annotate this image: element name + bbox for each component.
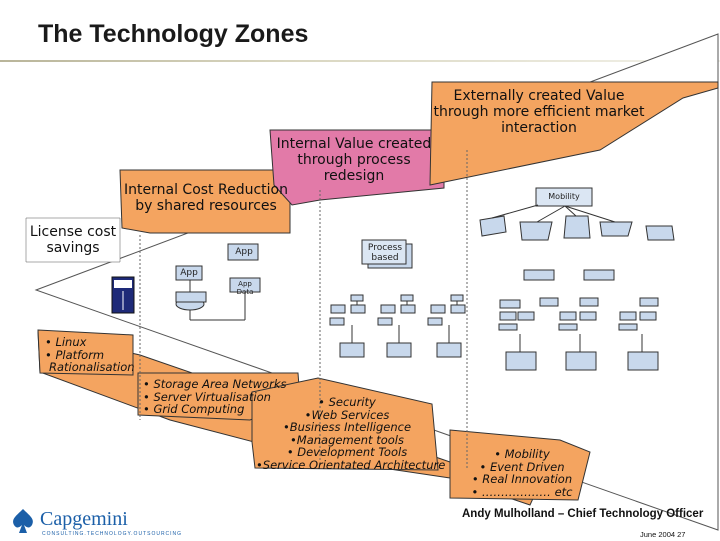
zone3-app-icons — [329, 294, 466, 358]
mobility-label: Mobility — [548, 192, 580, 201]
list-item: •Management tools — [290, 432, 404, 447]
list-item: • Server Virtualisation — [143, 389, 271, 404]
list-item: Rationalisation — [49, 360, 135, 374]
list-item: • Linux — [45, 335, 87, 349]
list-item: • Real Innovation — [471, 472, 573, 486]
zone1-list: • Linux • Platform Rationalisation — [45, 336, 135, 374]
zone-external-panel — [429, 81, 719, 186]
zone3-list-panel — [251, 377, 439, 471]
list-item: •Business Intelligence — [282, 420, 412, 434]
zone2-list: • Storage Area Networks • Server Virtual… — [143, 378, 286, 416]
process-based-box — [361, 239, 407, 265]
zone3-list: • Security •Web Services •Business Intel… — [256, 395, 446, 472]
zone4-list: • Mobility • Event Driven • Real Innovat… — [462, 448, 582, 498]
zone4-list-panel — [449, 429, 591, 501]
title-divider — [0, 60, 720, 62]
page-title: The Technology Zones — [38, 20, 309, 48]
footer-date: June 2004 27 — [640, 530, 686, 539]
list-item: • Platform — [45, 347, 105, 362]
zone-internal-cost-panel — [119, 169, 291, 234]
list-item: • Event Driven — [479, 459, 565, 474]
logo-text: Capgemini — [40, 508, 128, 530]
spade-icon — [13, 509, 33, 533]
list-item: •Service Orientated Architecture — [256, 457, 446, 472]
zone4-device-icons — [479, 215, 675, 371]
app-box — [227, 243, 259, 261]
zone-label-license: License cost savings — [29, 224, 117, 256]
app-label: App — [180, 268, 198, 278]
list-item: • Development Tools — [286, 445, 408, 459]
zone-label-internal-value: Internal Value created through process r… — [276, 136, 432, 184]
app-box — [175, 265, 203, 281]
list-item: • Grid Computing — [143, 402, 245, 416]
app-data-label: App Data — [236, 280, 254, 296]
capgemini-logo: Capgemini CONSULTING.TECHNOLOGY.OUTSOURC… — [8, 506, 181, 538]
list-item: • ……………… etc — [471, 484, 573, 499]
app-label: App — [235, 247, 253, 257]
license-panel — [25, 217, 121, 263]
zone-label-internal-cost: Internal Cost Reduction by shared resour… — [124, 182, 288, 214]
zone1-list-panel — [37, 329, 134, 376]
footer-author: Andy Mulholland – Chief Technology Offic… — [462, 508, 704, 520]
list-item: •Web Services — [304, 407, 390, 422]
logo-tagline: CONSULTING.TECHNOLOGY.OUTSOURCING — [42, 531, 183, 537]
zone-label-external: Externally created Value through more ef… — [433, 88, 645, 136]
list-item: • Storage Area Networks — [143, 377, 287, 391]
process-based-label: Process based — [367, 243, 403, 263]
list-item: • Mobility — [494, 447, 550, 461]
list-item: • Security — [318, 395, 376, 409]
